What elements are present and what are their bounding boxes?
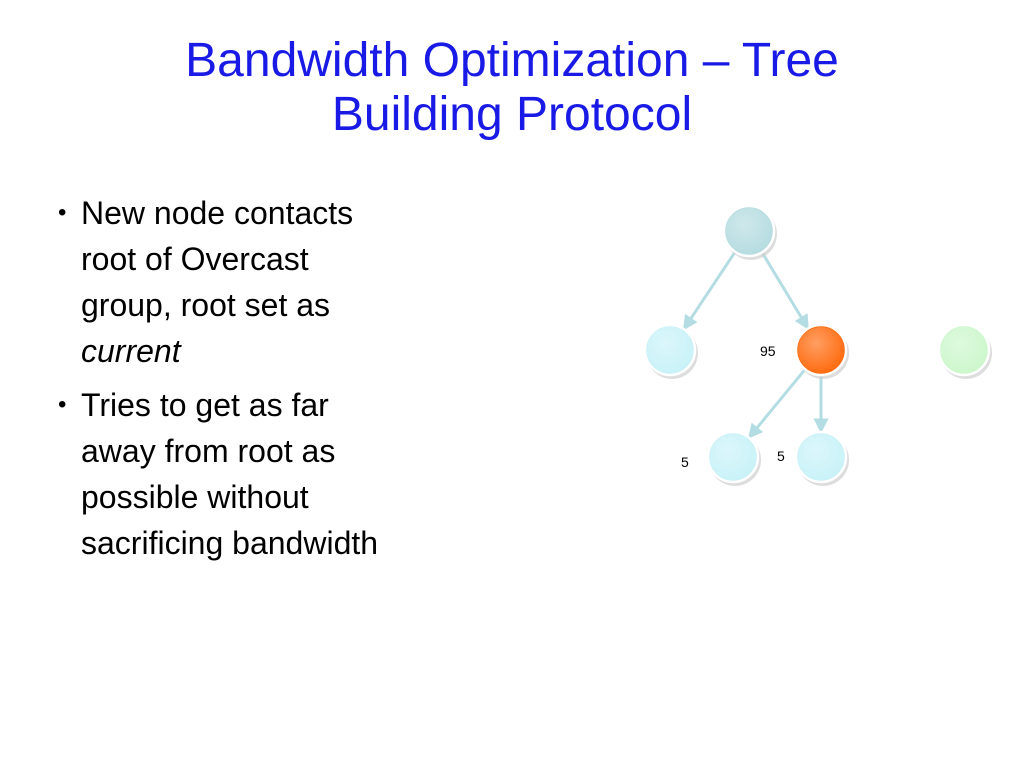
edge-root-to-current (761, 252, 809, 330)
bullet-1-line-1: New node contacts (81, 195, 354, 231)
node-left-child (643, 323, 698, 379)
nodes-layer (643, 204, 992, 486)
edge-current-to-grandchild-left (747, 369, 806, 439)
slide-title-line-1: Bandwidth Optimization – Tree (185, 34, 839, 87)
bullet-2-line-3: possible without (81, 479, 309, 515)
bullet-2-line-2: away from root as (81, 433, 336, 469)
node-new-node (937, 323, 992, 379)
bandwidth-label-grandchild-right: 5 (777, 448, 785, 464)
node-current (794, 323, 849, 379)
bullet-1-line-3: group, root set as (81, 287, 331, 323)
slide-title: Bandwidth Optimization – Tree Building P… (60, 34, 964, 142)
bandwidth-label-grandchild-left: 5 (681, 454, 689, 470)
slide-title-line-2: Building Protocol (331, 88, 693, 141)
bullet-2-line-4: sacrificing bandwidth (81, 525, 379, 561)
edge-root-to-left-child (682, 251, 736, 331)
node-highlight (798, 434, 844, 480)
node-highlight (798, 327, 844, 373)
bullet-marker: • (58, 391, 67, 418)
bullet-1-emphasis: current (81, 333, 181, 369)
node-grandchild-right (794, 430, 849, 486)
node-highlight (941, 327, 987, 373)
edges-layer (682, 251, 829, 439)
bullet-item-2: • Tries to get as far away from root as … (58, 382, 478, 566)
node-grandchild-left (706, 430, 761, 486)
bullet-marker: • (58, 199, 67, 226)
node-highlight (710, 434, 756, 480)
bullet-1-line-2: root of Overcast (81, 241, 309, 277)
node-root (722, 204, 777, 260)
bullet-list: • New node contacts root of Overcast gro… (58, 190, 478, 574)
node-highlight (647, 327, 693, 373)
bullet-item-1: • New node contacts root of Overcast gro… (58, 190, 478, 374)
bullet-2-line-1: Tries to get as far (81, 387, 329, 423)
bandwidth-label-current: 95 (760, 343, 776, 359)
labels-layer: 95 5 5 (681, 343, 785, 470)
node-highlight (726, 208, 772, 254)
